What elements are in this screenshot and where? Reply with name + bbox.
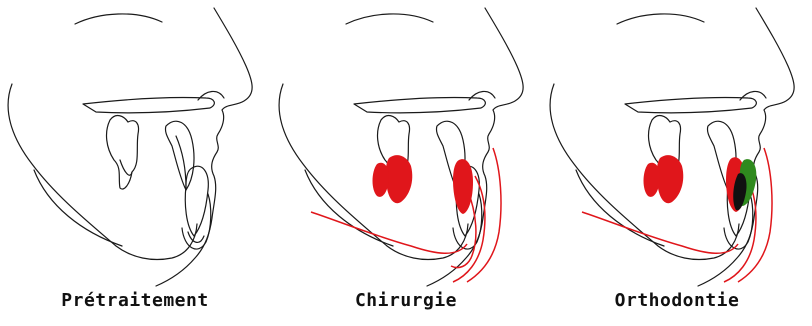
panel-caption: Chirurgie (271, 290, 541, 311)
surgical-change-overlay (311, 148, 501, 282)
tracing-orthodontics (542, 0, 812, 290)
base-outline (550, 8, 794, 286)
panel-pretreatment: Prétraitement (0, 0, 270, 326)
panel-surgery: Chirurgie (271, 0, 541, 326)
panel-caption: Prétraitement (0, 290, 270, 311)
base-outline (8, 8, 252, 286)
panel-orthodontics: Orthodontie (542, 0, 812, 326)
tracing-pretreatment (0, 0, 270, 290)
tracing-surgery (271, 0, 541, 290)
panel-caption: Orthodontie (542, 290, 812, 311)
base-outline (279, 8, 523, 286)
